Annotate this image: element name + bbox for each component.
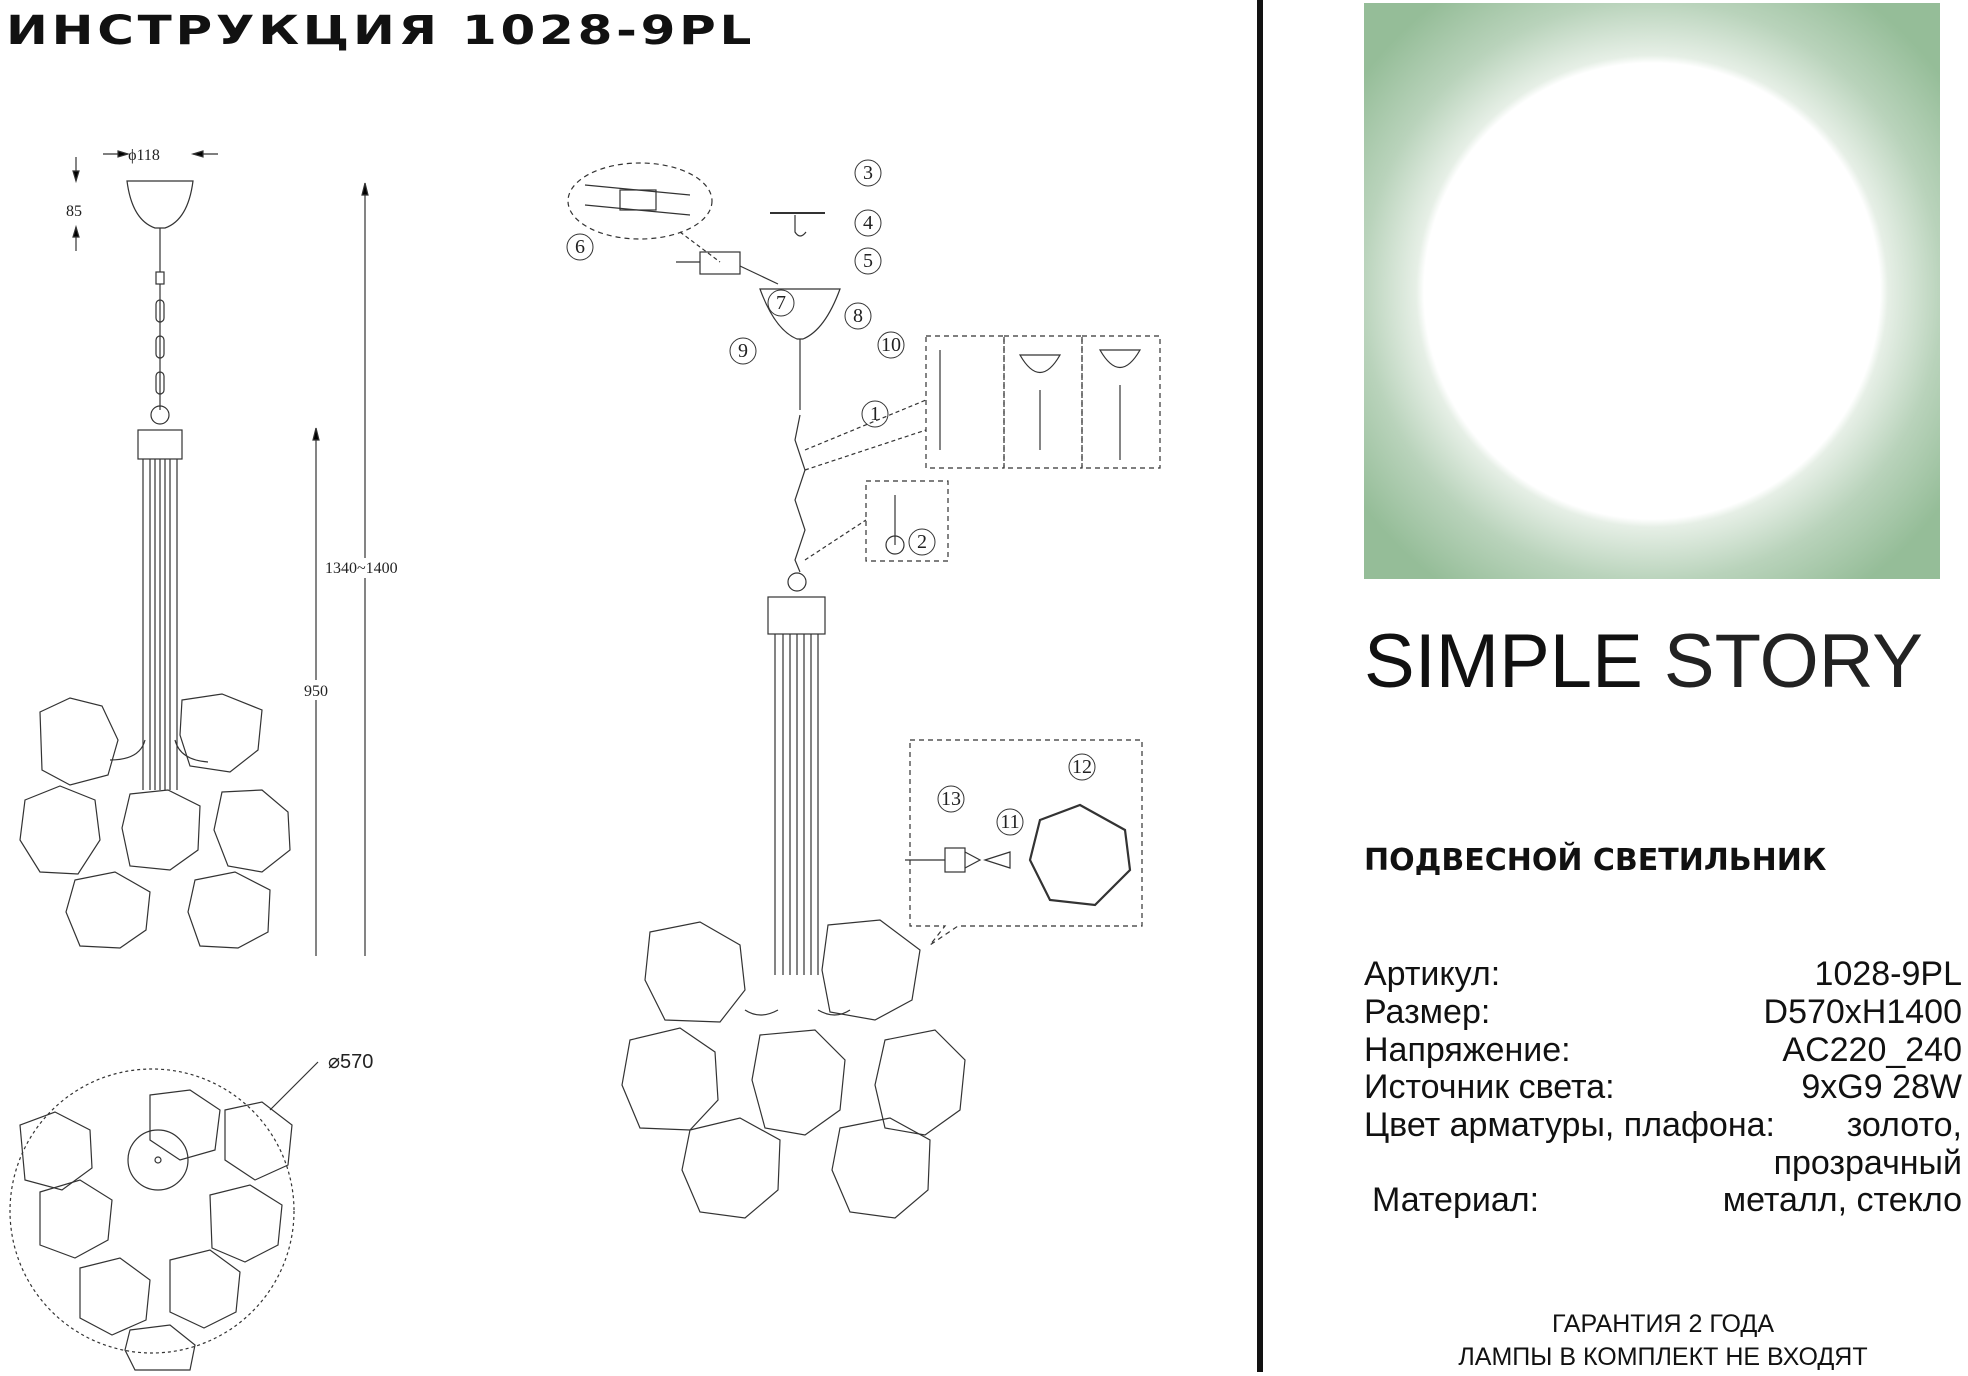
plan-view bbox=[9, 1061, 319, 1371]
warranty-note: ГАРАНТИЯ 2 ГОДА bbox=[1552, 1310, 1774, 1338]
page-title: ИНСТРУКЦИЯ 1028-9PL bbox=[6, 8, 756, 54]
spec-value: золото, bbox=[1846, 1106, 1962, 1144]
spec-label: Цвет арматуры, плафона: bbox=[1364, 1106, 1775, 1144]
spec-row: Размер: D570xH1400 bbox=[1364, 993, 1962, 1032]
dim-body-height: 950 bbox=[304, 683, 328, 700]
lamps-note: ЛАМПЫ В КОМПЛЕКТ НЕ ВХОДЯТ bbox=[1458, 1343, 1868, 1371]
step-1: 1 bbox=[870, 403, 880, 425]
spec-label: Артикул: bbox=[1364, 955, 1501, 993]
spec-row: Цвет арматуры, плафона: золото, bbox=[1364, 1106, 1962, 1145]
product-type: ПОДВЕСНОЙ СВЕТИЛЬНИК bbox=[1364, 843, 1827, 878]
spec-value: AC220_240 bbox=[1782, 1031, 1962, 1069]
spec-label: Источник света: bbox=[1364, 1068, 1615, 1106]
step-callouts bbox=[566, 159, 1096, 836]
brand-logo: SIMPLE STORY bbox=[1364, 618, 1940, 705]
spec-value: D570xH1400 bbox=[1763, 993, 1962, 1031]
dim-total-height: 1340~1400 bbox=[325, 560, 398, 577]
divider bbox=[1257, 0, 1263, 1372]
step-11: 11 bbox=[1000, 811, 1019, 833]
dim-canopy-diameter: ϕ118 bbox=[128, 147, 160, 164]
installation-view bbox=[567, 162, 1161, 1219]
brand-light: STORY bbox=[1663, 619, 1923, 704]
spec-row: Источник света: 9xG9 28W bbox=[1364, 1068, 1962, 1107]
step-13: 13 bbox=[941, 788, 961, 810]
brand-bold: SIMPLE bbox=[1364, 619, 1643, 704]
spec-row: Материал: металл, стекло bbox=[1372, 1181, 1962, 1220]
spec-row: Артикул: 1028-9PL bbox=[1364, 955, 1962, 994]
spec-label: Материал: bbox=[1372, 1181, 1540, 1219]
step-9: 9 bbox=[738, 340, 748, 362]
spec-value: 1028-9PL bbox=[1814, 955, 1962, 993]
dim-canopy-height: 85 bbox=[66, 203, 82, 220]
spec-value: металл, стекло bbox=[1722, 1181, 1962, 1219]
dim-diameter: ⌀570 bbox=[328, 1051, 373, 1073]
spec-label: Размер: bbox=[1364, 993, 1491, 1031]
brand-image-panel bbox=[1364, 3, 1940, 579]
spec-row: прозрачный bbox=[1364, 1144, 1962, 1183]
spec-value: прозрачный bbox=[1773, 1144, 1962, 1182]
step-3: 3 bbox=[863, 162, 873, 184]
step-7: 7 bbox=[776, 292, 786, 314]
spec-row: Напряжение: AC220_240 bbox=[1364, 1031, 1962, 1070]
spec-value: 9xG9 28W bbox=[1801, 1068, 1962, 1106]
step-6: 6 bbox=[575, 236, 585, 258]
spec-label: Напряжение: bbox=[1364, 1031, 1571, 1069]
step-8: 8 bbox=[853, 305, 863, 327]
step-4: 4 bbox=[863, 212, 873, 234]
elevation-view bbox=[19, 150, 369, 956]
step-12: 12 bbox=[1072, 756, 1092, 778]
step-5: 5 bbox=[863, 250, 873, 272]
step-2: 2 bbox=[917, 531, 927, 553]
step-10: 10 bbox=[881, 334, 901, 356]
